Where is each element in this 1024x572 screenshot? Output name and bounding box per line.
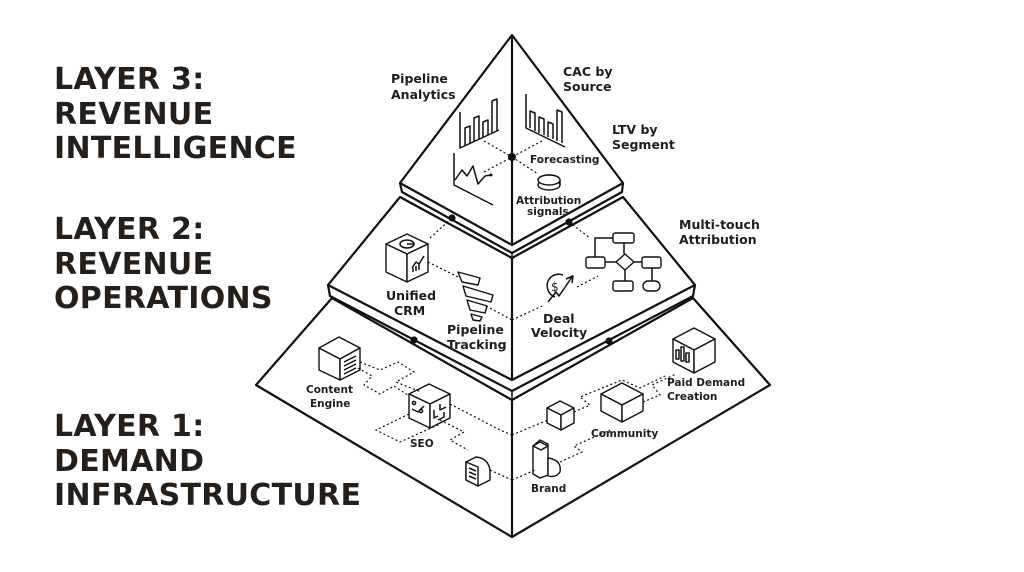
line-chart-icon <box>453 153 494 206</box>
label-cac-by-source-line2: Source <box>563 79 612 94</box>
paid-chart-cube-icon <box>672 327 716 374</box>
layer2-right-node-dot <box>605 337 613 345</box>
label-attribution-signals-line1: Attribution <box>516 195 581 207</box>
layer3-heading-line: REVENUE <box>54 96 214 132</box>
label-content-engine-line2: Engine <box>310 398 350 410</box>
layer3-labels: Pipeline Analytics CAC by Source LTV by … <box>391 64 675 218</box>
layer2-dotted-links <box>427 217 599 321</box>
label-content-engine-line1: Content <box>306 384 353 396</box>
label-paid-demand-creation-line1: Paid Demand <box>667 377 745 389</box>
label-ltv-by-segment-line2: Segment <box>612 137 675 152</box>
label-deal-velocity-line1: Deal <box>543 311 575 326</box>
seo-circuit-cube-icon <box>408 383 451 429</box>
layer1-heading-line: LAYER 1: <box>54 409 205 444</box>
crm-cube-icon <box>385 233 429 283</box>
layer3-heading: LAYER 3: REVENUE INTELLIGENCE <box>54 62 297 167</box>
brand-block-icon <box>532 439 561 479</box>
layer3-dotted-links <box>483 140 543 175</box>
layer2-labels: Unified CRM Pipeline Tracking Deal Veloc… <box>386 217 760 352</box>
label-ltv-by-segment-line1: LTV by <box>612 122 658 137</box>
dollar-growth-icon: $ <box>546 273 574 303</box>
layer2-heading-line: OPERATIONS <box>54 281 273 316</box>
small-cube-icon <box>546 400 575 431</box>
layer1-labels: Content Engine SEO Paid Demand Creation … <box>306 377 745 495</box>
layer2-heading-line: LAYER 2: <box>54 212 205 247</box>
svg-text:$: $ <box>551 280 559 294</box>
label-attribution-signals-line2: signals <box>527 206 569 218</box>
label-pipeline-analytics-line1: Pipeline <box>391 71 448 86</box>
layer2-heading: LAYER 2: REVENUE OPERATIONS <box>54 212 273 317</box>
layer3-heading-line: LAYER 3: <box>54 62 205 97</box>
layer2-left-node-dot <box>410 336 418 344</box>
label-pipeline-analytics-line2: Analytics <box>391 87 456 102</box>
label-seo: SEO <box>410 438 434 450</box>
flowchart-icon <box>585 232 662 292</box>
community-cube-icon <box>600 382 644 423</box>
label-unified-crm-line1: Unified <box>386 288 436 303</box>
bar-chart-icon <box>525 94 566 148</box>
label-pipeline-tracking-line1: Pipeline <box>447 322 504 337</box>
label-forecasting: Forecasting <box>530 154 599 166</box>
layer3-heading-line: INTELLIGENCE <box>54 131 297 166</box>
layer1-heading-line: INFRASTRUCTURE <box>54 478 362 513</box>
layer1-heading: LAYER 1: DEMAND INFRASTRUCTURE <box>54 409 362 514</box>
funnel-icon <box>457 271 494 322</box>
layer1-dotted-links <box>357 361 677 481</box>
label-brand: Brand <box>531 483 566 495</box>
database-disk-icon <box>537 174 561 191</box>
label-unified-crm-line2: CRM <box>394 303 425 318</box>
layer3-block <box>398 33 625 259</box>
label-community: Community <box>591 428 658 440</box>
label-deal-velocity-line2: Velocity <box>531 325 587 340</box>
label-multi-touch-attribution-line1: Multi-touch <box>679 217 760 232</box>
layer2-heading-line: REVENUE <box>54 246 214 282</box>
content-cube-icon <box>318 336 361 381</box>
layer3-left-node-dot <box>448 214 456 222</box>
document-icon <box>465 456 491 487</box>
label-paid-demand-creation-line2: Creation <box>667 391 717 403</box>
bar-chart-icon <box>459 98 500 149</box>
layer1-heading-line: DEMAND <box>54 443 205 479</box>
label-cac-by-source-line1: CAC by <box>563 64 612 79</box>
label-pipeline-tracking-line2: Tracking <box>447 337 507 352</box>
label-multi-touch-attribution-line2: Attribution <box>679 232 757 247</box>
